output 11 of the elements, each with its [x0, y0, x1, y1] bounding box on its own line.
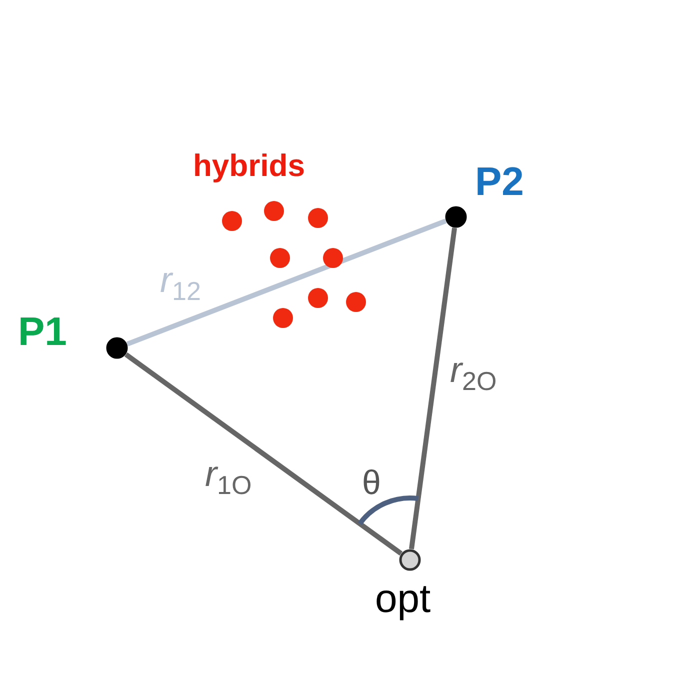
angle-label: θ [362, 466, 381, 500]
connector-line [408, 228, 458, 550]
group-label: hybrids [193, 150, 305, 181]
point-label: P2 [475, 162, 524, 202]
point-label: P1 [18, 312, 67, 352]
edge-label: r$_{12}$ [160, 262, 201, 304]
connector-line [126, 218, 447, 346]
point-label: opt [375, 579, 431, 619]
connector-line [124, 352, 403, 556]
edge-label: r$_{2O}$ [450, 352, 497, 394]
edge-label: r$_{1O}$ [205, 456, 252, 498]
